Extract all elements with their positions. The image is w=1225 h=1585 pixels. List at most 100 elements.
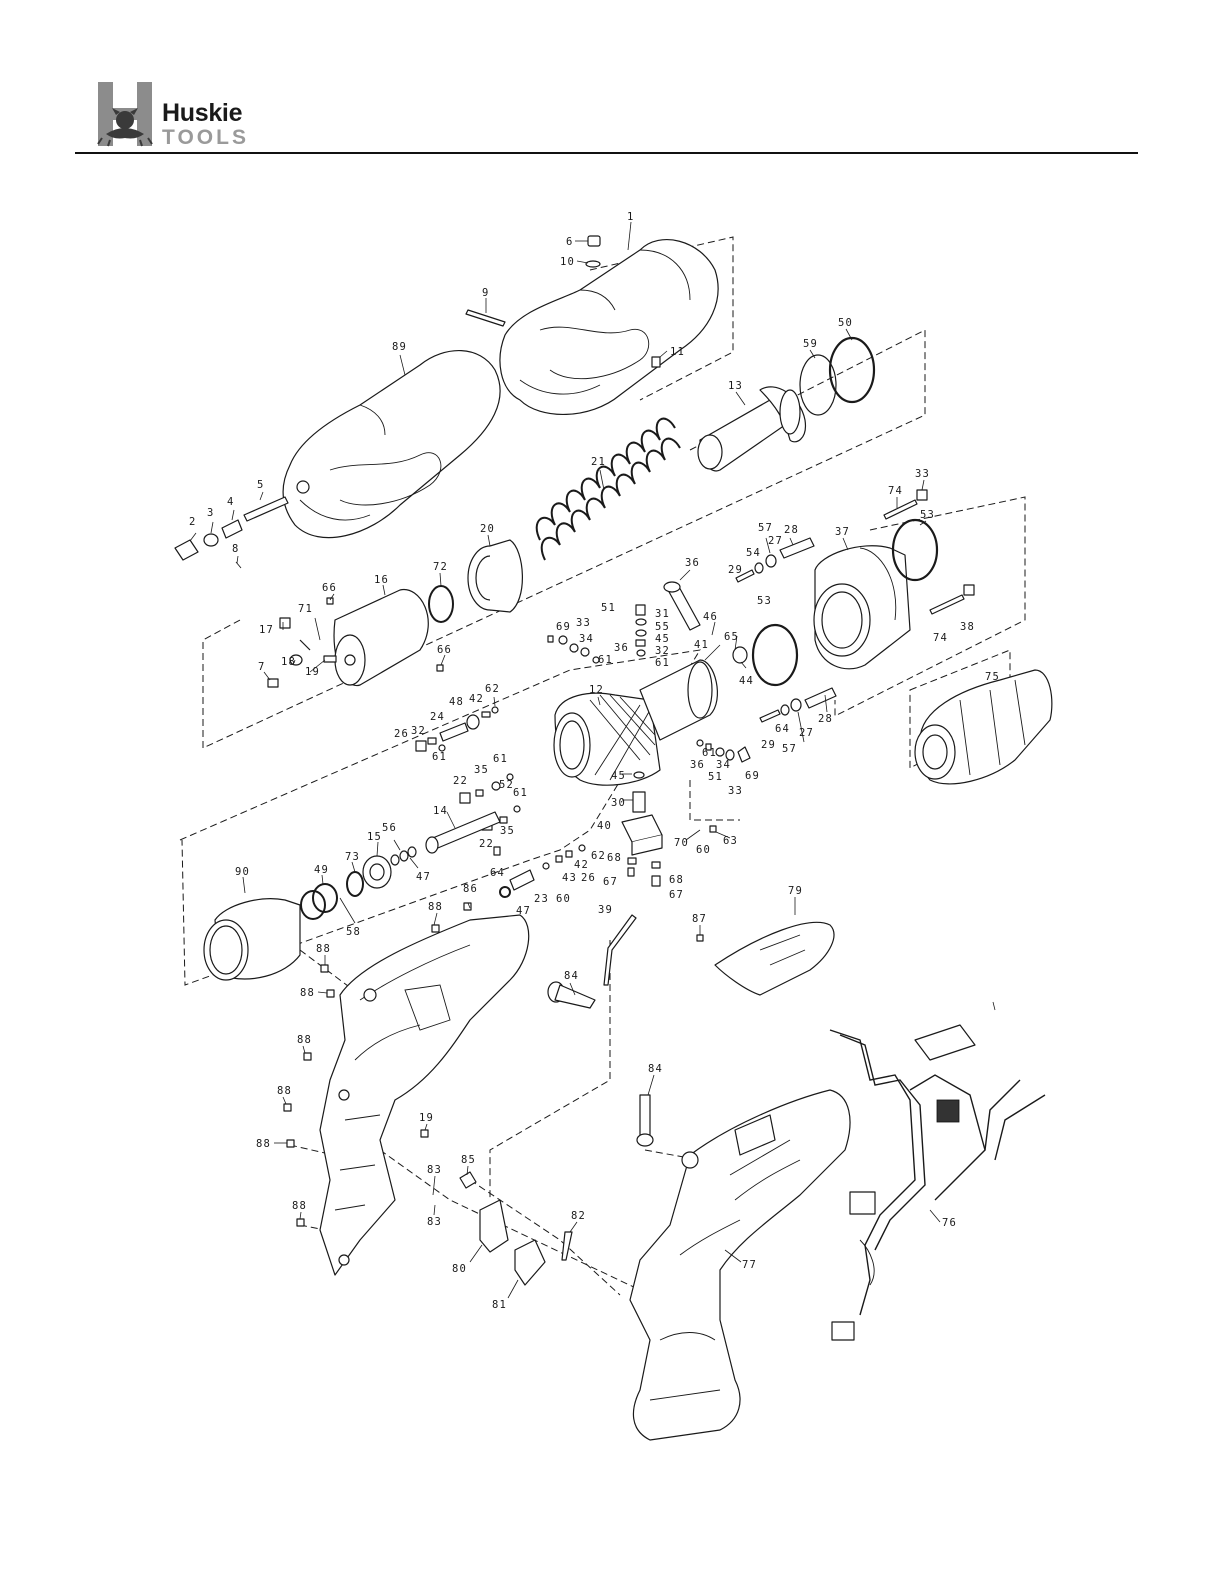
callout-53-b: 53 [757,595,772,607]
callout-49: 49 [314,864,329,876]
callout-34: 34 [579,633,594,645]
part-80-81-trigger [479,1199,546,1286]
callout-84-b: 84 [648,1063,663,1075]
callout-87: 87 [692,913,707,925]
part-14-release-shaft [425,811,501,854]
callout-76: 76 [942,1217,957,1229]
callout-83-b: 83 [427,1216,442,1228]
callout-67: 67 [603,876,618,888]
callout-45-b: 45 [611,770,626,782]
callout-46: 46 [703,611,718,623]
part-75-motor [914,669,1053,785]
part-23-43-60-26-62-42-group [493,844,586,898]
callout-30: 30 [611,797,626,809]
part-59-50-seals [799,336,876,416]
callout-74: 74 [888,485,903,497]
part-90-sleeve [203,898,301,981]
part-53-seals [751,518,939,687]
callout-73: 73 [345,851,360,863]
part-79-cover [714,921,835,996]
callout-9: 9 [482,287,490,299]
callout-83: 83 [427,1164,442,1176]
left-handle-housing [319,914,530,1276]
callout-29: 29 [728,564,743,576]
callout-86: 86 [463,883,478,895]
callout-55: 55 [655,621,670,633]
callout-14: 14 [433,805,448,817]
part-callout-labels: 1 6 10 9 11 89 50 59 13 21 2 3 4 5 8 33 … [189,211,1000,1311]
callout-88-g: 88 [292,1200,307,1212]
callout-80: 80 [452,1263,467,1275]
callout-61-c: 61 [432,751,447,763]
callout-66: 66 [322,582,337,594]
part-31-55-45-32-61-stack [635,604,647,657]
callout-59: 59 [803,338,818,350]
callout-6: 6 [566,236,574,248]
callout-52: 52 [499,779,514,791]
callout-13: 13 [728,380,743,392]
callout-42-b: 42 [574,859,589,871]
callout-75: 75 [985,671,1000,683]
callout-12: 12 [589,684,604,696]
callout-71: 71 [298,603,313,615]
callout-68: 68 [607,852,622,864]
callout-45: 45 [655,633,670,645]
callout-47-b: 47 [516,905,531,917]
part-89-jaw-housing [282,350,501,539]
part-77-right-handle-housing [629,1089,851,1441]
part-1-jaw-housing [499,239,719,416]
callout-88-c: 88 [300,987,315,999]
callout-35-b: 35 [500,825,515,837]
callout-51: 51 [601,602,616,614]
part-11-setscrew [651,356,661,368]
brand-logo: H Huskie TOOLS [96,82,286,152]
callout-26: 26 [394,728,409,740]
callout-84: 84 [564,970,579,982]
callout-60-b: 60 [556,893,571,905]
husky-emblem-icon: H [97,82,153,147]
part-87-screw [696,934,704,942]
callout-68-b: 68 [669,874,684,886]
callout-11: 11 [670,346,685,358]
part-28-57-27-54-29-lower-pins [759,687,837,723]
callout-88: 88 [428,901,443,913]
callout-54: 54 [746,547,761,559]
callout-82: 82 [571,1210,586,1222]
part-28-57-27-54-29-upper-pins [735,537,815,583]
callout-62-b: 62 [591,850,606,862]
callout-27-b: 27 [799,727,814,739]
callout-69-b: 69 [745,770,760,782]
callout-51-b: 51 [708,771,723,783]
callout-37: 37 [835,526,850,538]
part-6-cap-screw [585,235,601,268]
callout-26-b: 26 [581,872,596,884]
callout-2: 2 [189,516,197,528]
part-24-48-42-62-26-32-61-group [415,706,499,752]
callout-5: 5 [257,479,265,491]
callout-21: 21 [591,456,606,468]
callout-88-d: 88 [297,1034,312,1046]
brand-subname: TOOLS [162,126,249,149]
leader-lines [189,221,996,1299]
callout-74-b: 74 [933,632,948,644]
callout-33-c: 33 [728,785,743,797]
callout-10: 10 [560,256,575,268]
callout-16: 16 [374,574,389,586]
callout-36-b: 36 [614,642,629,654]
callout-63: 63 [723,835,738,847]
callout-34-b: 34 [716,759,731,771]
part-84-lever-upper [547,981,596,1009]
callout-88-b: 88 [316,943,331,955]
callout-57: 57 [758,522,773,534]
callout-72: 72 [433,561,448,573]
callout-39: 39 [598,904,613,916]
part-2-thru-5-trigger-assembly [174,496,289,569]
callout-85: 85 [461,1154,476,1166]
callout-90: 90 [235,866,250,878]
callout-42: 42 [469,693,484,705]
callout-35: 35 [474,764,489,776]
callout-89: 89 [392,341,407,353]
callout-66-b: 66 [437,644,452,656]
callout-28: 28 [784,524,799,536]
